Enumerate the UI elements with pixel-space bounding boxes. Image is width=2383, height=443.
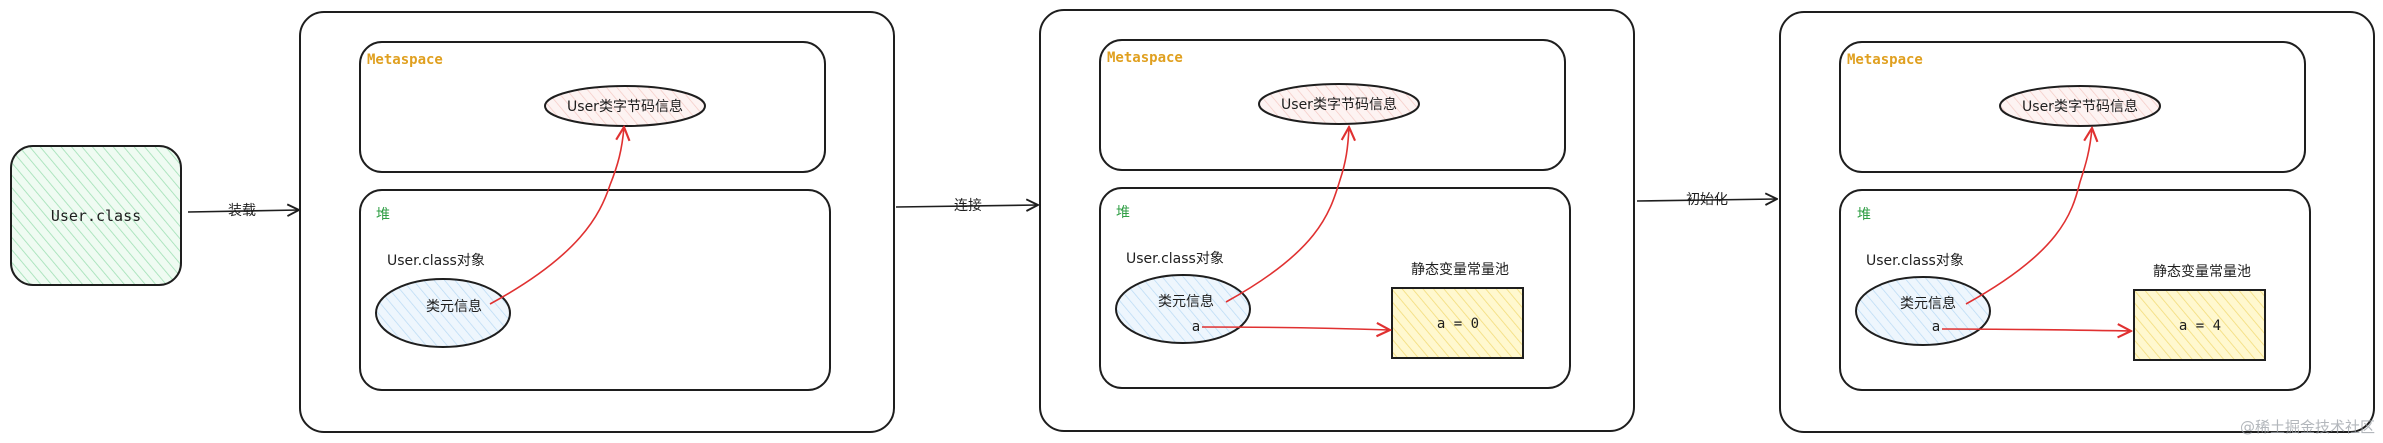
- pool-box: [1391, 287, 1524, 359]
- step-arrow-init: 初始化: [1636, 191, 1777, 208]
- class-meta-label: 类元信息: [426, 298, 482, 315]
- step-arrow-line: [187, 210, 299, 212]
- step-arrow-load: 装载: [187, 203, 299, 219]
- class-object-label: User.class对象: [387, 253, 485, 269]
- heap-label: 堆: [1857, 207, 1871, 223]
- class-meta-ellipse: [375, 278, 511, 348]
- class-object-label: User.class对象: [1866, 253, 1964, 269]
- pool-title: 静态变量常量池: [2153, 264, 2251, 280]
- class-meta-label: 类元信息: [1900, 295, 1956, 312]
- heap-label: 堆: [376, 207, 390, 223]
- class-meta-ellipse: [1855, 276, 1991, 346]
- heap-label: 堆: [1116, 205, 1130, 221]
- field-reference-arrow: [1201, 327, 1390, 330]
- bytecode-ellipse: [1258, 83, 1420, 125]
- watermark: @稀土掘金技术社区: [2240, 418, 2375, 436]
- field-reference-arrow: [1941, 329, 2131, 331]
- metaspace-box: [1099, 39, 1566, 171]
- meta-reference-arrow: [489, 127, 624, 305]
- metaspace-box: [359, 41, 826, 173]
- stage-1: Metaspace User类字节码信息 堆 User.class对象 类元信息: [299, 11, 895, 433]
- metaspace-label: Metaspace: [1847, 52, 1923, 68]
- jvm-memory-box: [1779, 11, 2375, 433]
- step-label-init: 初始化: [1686, 191, 1728, 208]
- jvm-memory-box: [299, 11, 895, 433]
- heap-box: [1839, 189, 2311, 391]
- pool-value: a = 4: [2179, 318, 2221, 334]
- stage-2: Metaspace User类字节码信息 堆 User.class对象 类元信息…: [1039, 9, 1635, 432]
- field-label: a: [1932, 319, 1940, 335]
- meta-reference-arrow: [1225, 127, 1349, 303]
- bytecode-ellipse: [1999, 85, 2161, 127]
- meta-reference-arrow: [1965, 128, 2092, 305]
- class-meta-ellipse: [1115, 274, 1251, 344]
- jvm-memory-box: [1039, 9, 1635, 432]
- step-arrow-line: [895, 205, 1038, 207]
- source-node: User.class: [10, 145, 182, 286]
- step-label-load: 装载: [228, 203, 256, 219]
- bytecode-label: User类字节码信息: [2022, 98, 2138, 115]
- step-arrow-link: 连接: [895, 197, 1038, 214]
- source-box: [10, 145, 182, 286]
- field-label: a: [1192, 319, 1200, 335]
- pool-box: [2133, 289, 2266, 361]
- metaspace-box: [1839, 41, 2306, 173]
- step-arrow-line: [1636, 199, 1777, 201]
- step-label-link: 连接: [954, 197, 982, 214]
- pool-title: 静态变量常量池: [1411, 262, 1509, 278]
- class-meta-label: 类元信息: [1158, 293, 1214, 310]
- bytecode-label: User类字节码信息: [567, 98, 683, 115]
- heap-box: [359, 189, 831, 391]
- metaspace-label: Metaspace: [367, 52, 443, 68]
- metaspace-label: Metaspace: [1107, 50, 1183, 66]
- source-label: User.class: [51, 207, 141, 225]
- pool-value: a = 0: [1437, 316, 1479, 332]
- class-object-label: User.class对象: [1126, 251, 1224, 267]
- bytecode-label: User类字节码信息: [1281, 96, 1397, 113]
- heap-box: [1099, 187, 1571, 389]
- stage-3: Metaspace User类字节码信息 堆 User.class对象 类元信息…: [1779, 11, 2375, 433]
